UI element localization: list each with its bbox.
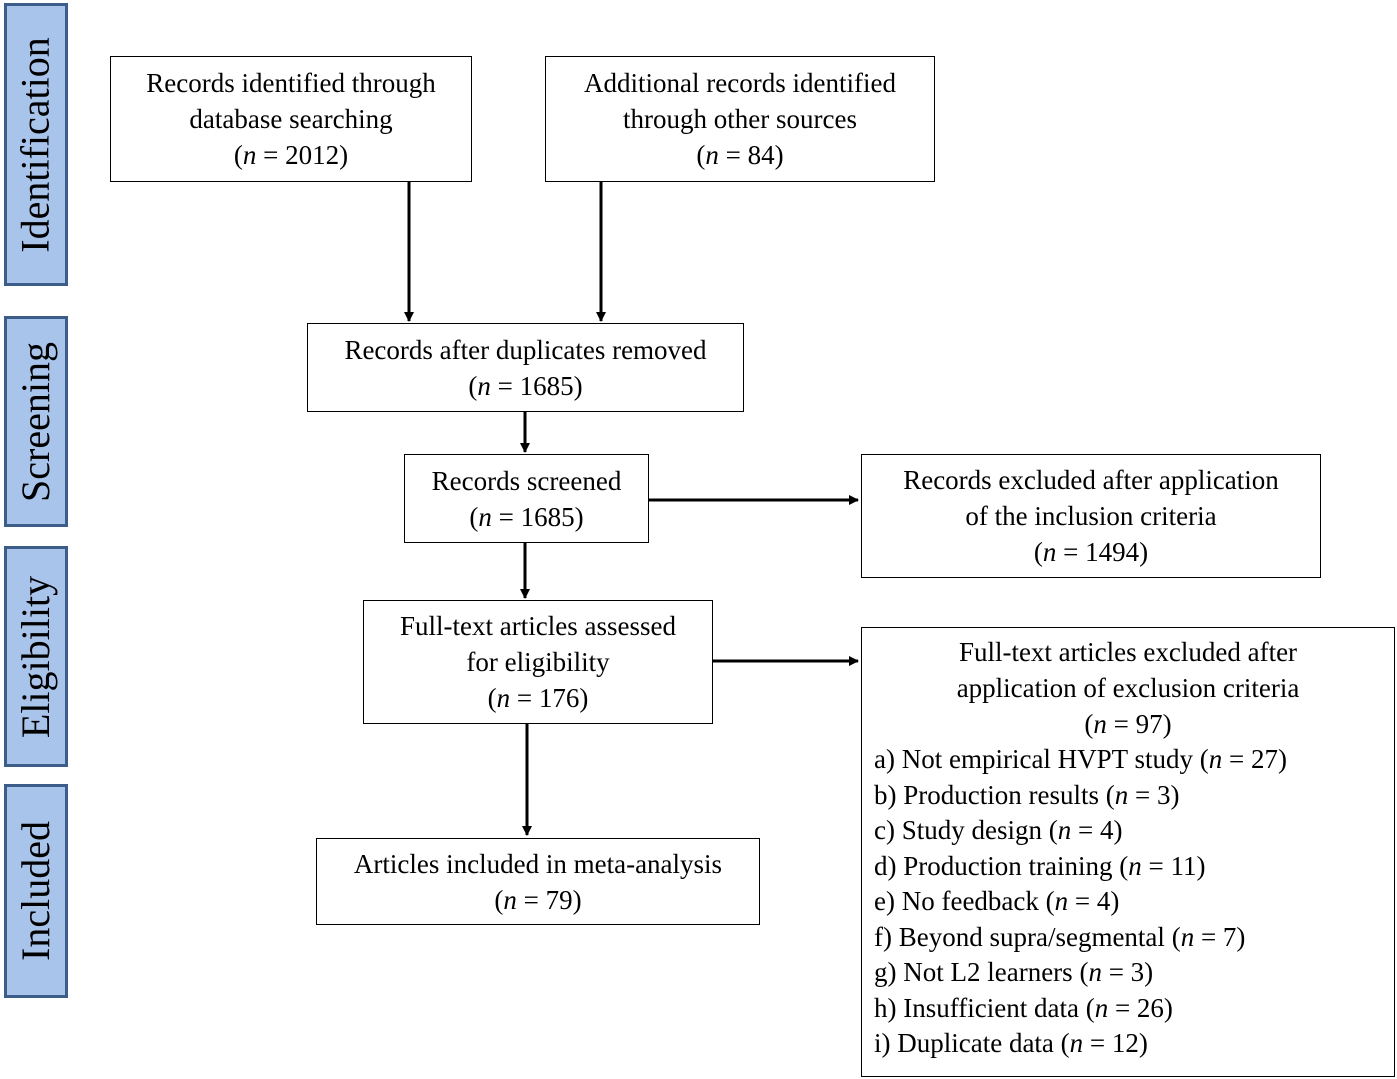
box-database-count: (n = 2012): [233, 140, 349, 170]
box-duplicates-line1: Records after duplicates removed: [344, 334, 707, 365]
box-fulltext-line1: Full-text articles assessed: [400, 611, 676, 641]
stage-screening: Screening: [4, 316, 68, 527]
box-excl-incl-line2: of the inclusion criteria: [965, 501, 1217, 531]
box-included-count: (n = 79): [494, 884, 582, 915]
box-database-line1: Records identified through: [146, 68, 436, 98]
box-included-meta-analysis: Articles included in meta-analysis (n = …: [316, 838, 760, 925]
stage-eligibility: Eligibility: [4, 546, 68, 767]
exclusion-reason: c) Study design (n = 4): [874, 815, 1123, 845]
exclusion-reason: i) Duplicate data (n = 12): [874, 1028, 1148, 1058]
box-other-line1: Additional records identified: [584, 68, 896, 98]
box-fulltext-count: (n = 176): [487, 683, 589, 713]
stage-included: Included: [4, 784, 68, 998]
exclusion-reason: d) Production training (n = 11): [874, 850, 1206, 881]
box-fulltext-assessed: Full-text articles assessed for eligibil…: [363, 600, 713, 724]
box-other-count: (n = 84): [696, 140, 784, 170]
box-excluded-inclusion: Records excluded after application of th…: [861, 454, 1321, 578]
box-fulltext-line2: for eligibility: [466, 647, 610, 677]
exclusion-reasons-list: a) Not empirical HVPT study (n = 27) b) …: [862, 742, 1394, 1062]
exclusion-reason: g) Not L2 learners (n = 3): [874, 957, 1154, 987]
box-excl-ft-line1: Full-text articles excluded after: [958, 637, 1298, 667]
exclusion-reason: b) Production results (n = 3): [874, 779, 1180, 810]
box-excl-incl-line1: Records excluded after application: [903, 465, 1279, 495]
box-excluded-fulltext: Full-text articles excluded after applic…: [861, 627, 1395, 1077]
box-included-line1: Articles included in meta-analysis: [353, 848, 723, 879]
box-screened-count: (n = 1685): [469, 501, 584, 532]
box-after-duplicates: Records after duplicates removed (n = 16…: [307, 323, 744, 412]
box-other-sources: Additional records identified through ot…: [545, 56, 935, 182]
exclusion-reason: f) Beyond supra/segmental (n = 7): [874, 921, 1246, 952]
box-database-line2: database searching: [189, 104, 393, 134]
exclusion-reason: a) Not empirical HVPT study (n = 27): [874, 744, 1287, 774]
box-records-screened: Records screened (n = 1685): [404, 454, 649, 543]
box-other-line2: through other sources: [623, 104, 857, 134]
box-excl-ft-line2: application of exclusion criteria: [956, 673, 1300, 703]
box-excl-incl-count: (n = 1494): [1033, 537, 1149, 567]
box-database-records: Records identified through database sear…: [110, 56, 472, 182]
box-excl-ft-count: (n = 97): [1084, 709, 1172, 739]
exclusion-reason: e) No feedback (n = 4): [874, 886, 1120, 916]
stage-identification: Identification: [4, 3, 68, 286]
box-duplicates-count: (n = 1685): [468, 370, 583, 401]
exclusion-reason: h) Insufficient data (n = 26): [874, 992, 1173, 1023]
box-screened-line1: Records screened: [431, 465, 622, 496]
